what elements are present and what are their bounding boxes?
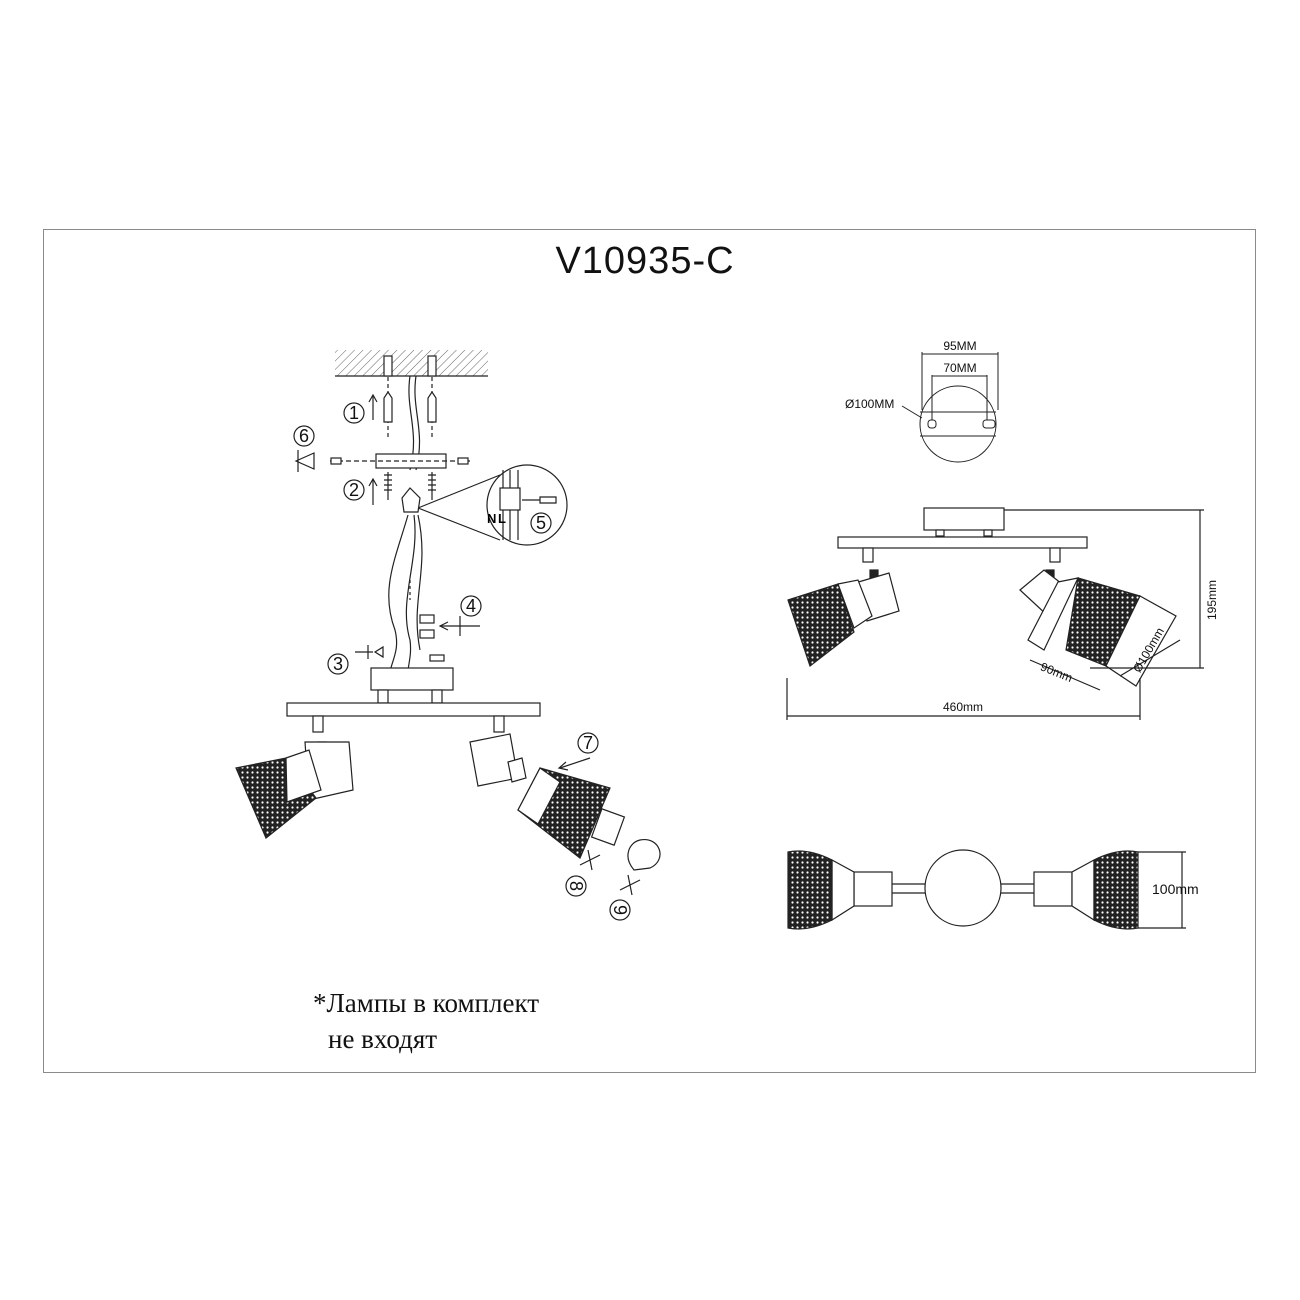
dim-mount-outer: 95MM xyxy=(943,339,976,353)
step-5: 5 xyxy=(536,513,546,533)
step-6: 6 xyxy=(299,426,309,446)
drawing-frame xyxy=(43,229,1256,1073)
step-4: 4 xyxy=(466,596,476,616)
ceiling xyxy=(335,350,488,376)
dim-shade-length: 90mm xyxy=(1038,660,1074,685)
dim-height: 195mm xyxy=(1205,580,1219,620)
model-title: V10935-C xyxy=(555,240,735,282)
step-3: 3 xyxy=(333,654,343,674)
live-label: L xyxy=(498,511,506,526)
lamps-not-included-note: *Лампы в комплект не входят xyxy=(313,985,539,1057)
dim-length: 460mm xyxy=(943,700,983,714)
top-dimensions: 100mm xyxy=(1152,881,1199,897)
dim-top-width: 100mm xyxy=(1152,881,1199,897)
lamp-bar xyxy=(286,702,541,717)
dim-mount-diameter: Ø100MM xyxy=(845,397,894,411)
step-8: 8 xyxy=(566,881,586,891)
top-view xyxy=(787,849,1186,930)
mount-dimensions: 95MM 70MM Ø100MM xyxy=(845,339,977,411)
canopy xyxy=(370,667,454,691)
note-line-2: не входят xyxy=(328,1024,438,1054)
note-line-1: *Лампы в комплект xyxy=(313,988,540,1018)
step-7: 7 xyxy=(583,733,593,753)
left-spotlight xyxy=(235,715,354,839)
mount-plate-view xyxy=(901,352,999,463)
step-9: 9 xyxy=(610,905,630,915)
step-labels: 1 2 3 4 5 6 7 8 9 N L xyxy=(299,403,630,915)
right-spotlight xyxy=(469,715,661,896)
assembly-diagram xyxy=(235,350,661,921)
step-1: 1 xyxy=(349,403,359,423)
front-view xyxy=(786,507,1204,720)
dim-mount-inner: 70MM xyxy=(943,361,976,375)
neutral-label: N xyxy=(487,511,496,526)
step-2: 2 xyxy=(349,480,359,500)
